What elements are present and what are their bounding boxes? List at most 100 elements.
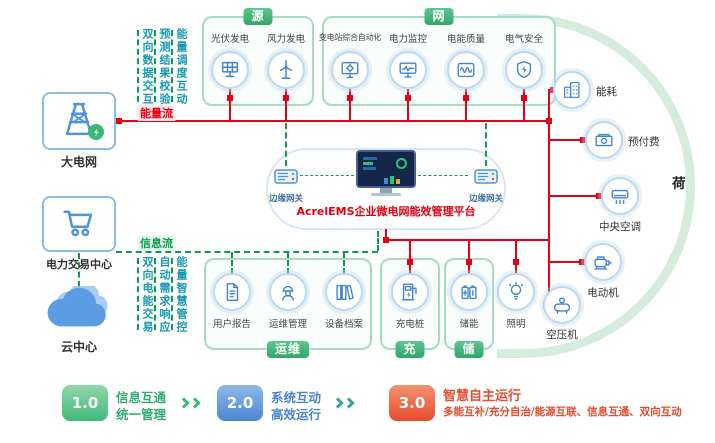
junction-square	[407, 259, 413, 265]
legend-badge-1: 1.0	[62, 385, 108, 421]
power-monitor-label: 电力监控	[388, 34, 428, 45]
info-drop-om	[287, 252, 289, 274]
junction-square	[227, 95, 233, 101]
info-dash-bottom-1	[137, 258, 139, 330]
annotation-dispatch-interaction: 能量调度互动	[175, 28, 188, 106]
air-compressor-node	[543, 286, 581, 324]
platform-title: AcrelEMS企业微电网能效管理平台	[296, 205, 476, 218]
ev-charger-icon	[399, 281, 421, 303]
user-report-node	[213, 273, 251, 311]
network-tab: 网	[424, 8, 454, 25]
wind-turbine-icon	[275, 59, 297, 81]
junction-square	[521, 95, 527, 101]
info-dash-bottom-3	[171, 258, 173, 330]
om-management-node	[269, 273, 307, 311]
chevron-icon	[343, 397, 355, 409]
grid-label: 大电网	[60, 155, 98, 169]
central-ac-node	[601, 177, 639, 215]
energy-stub-ac	[549, 195, 602, 197]
energy-consumption-label: 能耗	[596, 86, 617, 98]
legend-1-line-1: 信息互通	[116, 390, 167, 405]
load-tab: 荷	[672, 176, 686, 192]
energy-bus-bottom	[385, 239, 550, 241]
energy-stub-motor	[549, 261, 585, 263]
wind-node	[267, 51, 305, 89]
energy-drop-pv	[229, 88, 231, 120]
junction-square	[283, 95, 289, 101]
legend-badge-2: 2.0	[217, 385, 263, 421]
junction-square	[347, 95, 353, 101]
cloud-icon	[40, 281, 118, 340]
air-compressor-label: 空压机	[546, 329, 578, 341]
energy-drop-quality	[465, 88, 467, 120]
equipment-archive-icon	[333, 281, 355, 303]
annotation-smart-control: 能量智慧管控	[175, 256, 188, 334]
energy-drop-charger	[409, 240, 411, 274]
battery-label: 储能	[459, 319, 479, 330]
energy-flow-label: 能量流	[137, 105, 176, 121]
power-quality-label: 电能质量	[446, 34, 486, 45]
info-drop-archive	[343, 252, 345, 274]
edge-gateway-left-label: 边缘网关	[268, 194, 304, 204]
ev-charger-label: 充电桩	[395, 319, 425, 330]
om-management-label: 运维管理	[268, 319, 308, 330]
edge-gateway-left: 边缘网关	[269, 166, 303, 204]
junction-square	[513, 259, 519, 265]
solar-panel-icon	[219, 59, 241, 81]
legend-badge-3: 3.0	[389, 385, 435, 421]
info-dash-top-2	[154, 30, 156, 102]
substation-node	[331, 51, 369, 89]
grid-box	[42, 92, 116, 150]
central-ac-icon	[609, 185, 631, 207]
substation-automation-icon	[339, 59, 361, 81]
legend-1-line-2: 统一管理	[116, 407, 167, 422]
edge-gateway-right: 边缘网关	[469, 166, 503, 204]
user-report-label: 用户报告	[212, 319, 252, 330]
lighting-icon	[505, 281, 527, 303]
battery-node	[450, 273, 488, 311]
energy-platform-drop	[385, 229, 387, 240]
trade-box	[42, 196, 116, 252]
edge-gateway-right-label: 边缘网关	[468, 194, 504, 204]
legend-3-line-1: 智慧自主运行	[443, 389, 522, 404]
electrical-safety-label: 电气安全	[504, 34, 544, 45]
power-quality-icon	[455, 59, 477, 81]
legend-2-line-1: 系统互动	[271, 390, 322, 405]
power-monitor-node	[389, 51, 427, 89]
annotation-demand-response: 自动需求响应	[158, 256, 171, 334]
info-flow-line	[116, 251, 378, 253]
substation-label: 变电站综合自动化	[318, 33, 382, 42]
transmission-tower-icon	[58, 98, 100, 144]
info-dash-top-1	[137, 30, 139, 102]
monitor-stand	[380, 188, 392, 193]
power-quality-node	[447, 51, 485, 89]
junction-square	[466, 259, 472, 265]
info-drop-gateway-left	[285, 123, 287, 166]
user-report-icon	[221, 281, 243, 303]
equipment-archive-node	[325, 273, 363, 311]
shopping-cart-icon	[60, 203, 98, 245]
source-tab: 源	[243, 8, 273, 25]
monitor-base	[371, 193, 401, 196]
bolt-badge-icon	[88, 124, 104, 140]
lighting-node	[497, 273, 535, 311]
gateway-monitor-link-left	[300, 175, 354, 176]
battery-icon	[458, 281, 480, 303]
central-ac-label: 中央空调	[599, 221, 641, 233]
junction-square	[596, 193, 602, 199]
energy-drop-storage	[468, 240, 470, 274]
energy-consumption-node	[553, 71, 591, 109]
chevron-icon	[332, 397, 344, 409]
energy-bus-top	[116, 120, 549, 122]
junction-square	[579, 259, 585, 265]
annotation-data-exchange: 双向数据交互	[141, 28, 154, 106]
om-management-icon	[277, 281, 299, 303]
annotation-energy-trade: 双向电能交易	[141, 256, 154, 334]
junction-square	[546, 118, 552, 124]
chevron-icon	[178, 397, 190, 409]
annotation-forecast-check: 预测结果校验	[158, 28, 171, 106]
electrical-safety-node	[505, 51, 543, 89]
energy-drop-wind	[285, 88, 287, 120]
info-dash-top-3	[171, 30, 173, 102]
